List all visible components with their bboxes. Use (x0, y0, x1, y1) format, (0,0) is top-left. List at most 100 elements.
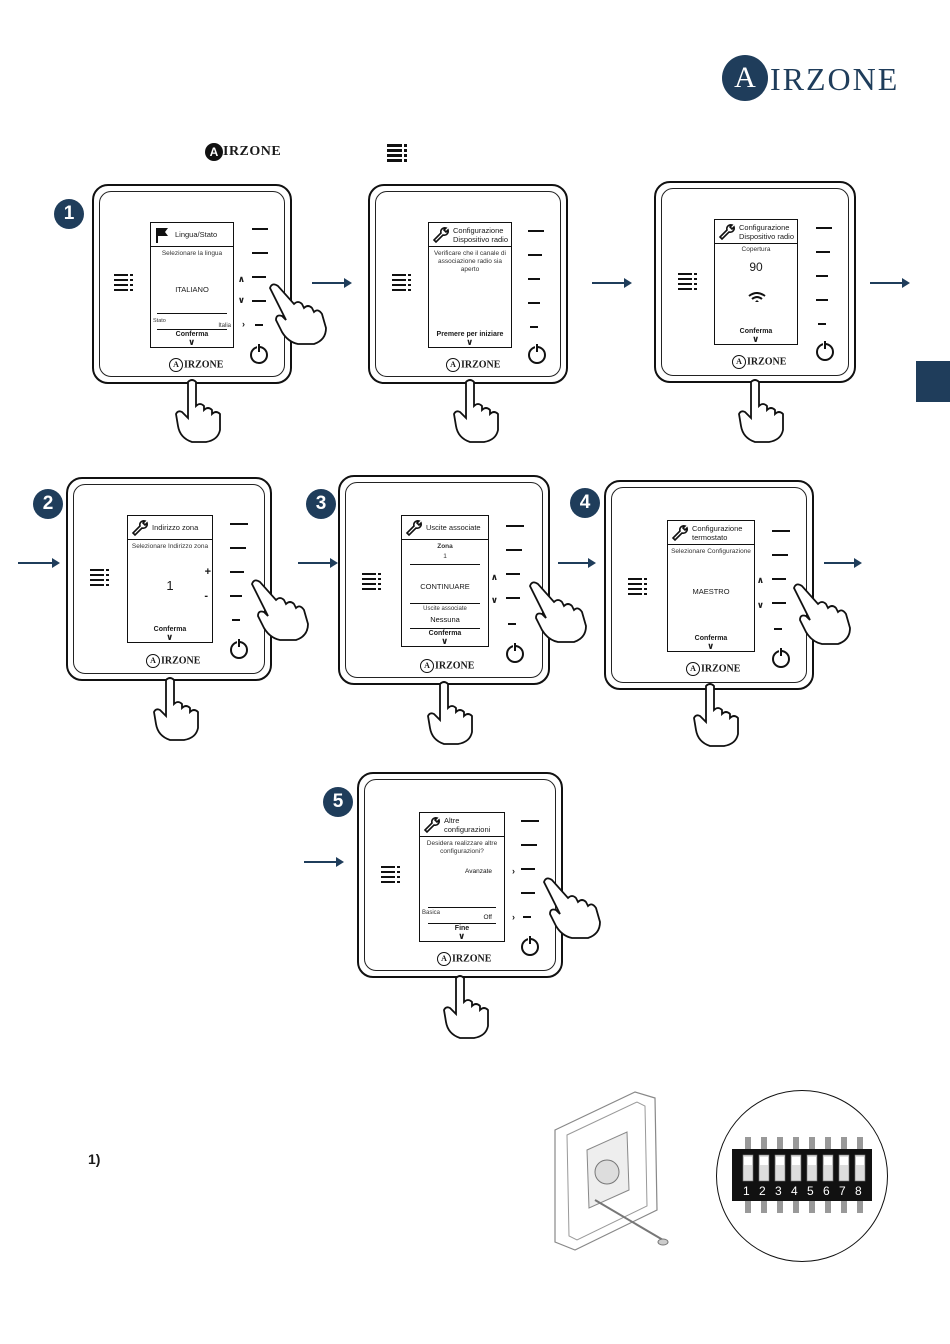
power-icon[interactable] (528, 344, 546, 364)
power-icon[interactable] (506, 643, 524, 663)
screen-header: Configurazione termostato (668, 521, 754, 545)
power-icon[interactable] (230, 639, 248, 659)
screen-title: Altre configurazioni (444, 816, 491, 834)
chevron-down-icon: ∨ (466, 337, 474, 347)
thermostat-device: Configurazione Dispositivo radio Copertu… (654, 181, 856, 383)
step-label: 1) (88, 1151, 101, 1167)
side-buttons[interactable] (816, 227, 834, 327)
side-buttons[interactable] (230, 523, 248, 623)
screen-instruction: Desidera realizzare altre configurazioni… (426, 840, 498, 855)
side-buttons[interactable] (772, 530, 790, 634)
step-badge-5: 5 (323, 787, 353, 817)
screen-header: Indirizzo zona (128, 516, 212, 540)
minus-icon: - (204, 590, 208, 602)
wrench-icon (718, 224, 735, 241)
power-icon[interactable] (772, 648, 790, 668)
section-tab (916, 361, 950, 402)
chevron-down-icon: ∨ (707, 641, 715, 651)
flow-arrow (18, 558, 60, 568)
chevron-up-icon: ∧ (490, 572, 498, 582)
side-buttons[interactable] (506, 525, 524, 629)
screen-header: Lingua/Stato (151, 223, 233, 247)
wifi-icon (748, 292, 766, 302)
coverage-value: 90 (749, 260, 763, 274)
hand-press-icon (543, 877, 601, 939)
chevron-down-icon: ∨ (166, 632, 174, 642)
chevron-right-icon: › (242, 319, 245, 329)
menu-icon (90, 569, 110, 587)
chevron-up-icon: ∧ (756, 575, 764, 585)
hand-press-icon (738, 379, 784, 443)
thermostat-device: Lingua/Stato Selezionare la lingua ITALI… (92, 184, 292, 384)
flow-arrow (824, 558, 862, 568)
flow-arrow (558, 558, 596, 568)
coverage-label: Copertura (741, 246, 771, 253)
menu-icon (392, 274, 412, 292)
screen-instruction: Selezionare Configurazione (671, 548, 751, 555)
continue-option: CONTINUARE (420, 582, 470, 591)
screen-title: Lingua/Stato (175, 230, 218, 239)
dip-switch-icon (732, 1137, 872, 1213)
power-icon[interactable] (816, 341, 834, 361)
screen-header: Configurazione Dispositivo radio (429, 223, 511, 247)
hand-press-icon (251, 579, 309, 641)
screen-header: Altre configurazioni (420, 813, 504, 837)
chevron-down-icon: ∨ (188, 337, 196, 347)
screen-title: Indirizzo zona (152, 523, 199, 532)
flow-arrow (298, 558, 338, 568)
finish-label: Fine (454, 925, 470, 932)
screen-title: Configurazione Dispositivo radio (453, 226, 509, 244)
screen-instruction: Selezionare la lingua (161, 250, 223, 257)
hand-press-icon (269, 283, 327, 345)
hand-press-icon (175, 379, 221, 443)
selected-value: MAESTRO (692, 587, 730, 596)
zone-address-value: 1 (166, 578, 174, 593)
menu-icon (114, 274, 134, 292)
wrench-icon (432, 227, 449, 244)
chevron-right-icon: › (512, 866, 515, 876)
chevron-down-icon: ∨ (756, 600, 764, 610)
flag-icon (156, 228, 168, 243)
screen-title: Configurazione Dispositivo radio (739, 223, 795, 241)
hand-press-icon (453, 379, 499, 443)
legend-logo-initial: A (205, 143, 223, 161)
step-badge-3: 3 (306, 489, 336, 519)
side-buttons[interactable] (521, 820, 539, 924)
screen-instruction: Verificare che il canale di associazione… (434, 250, 506, 273)
plus-icon: + (204, 566, 211, 578)
menu-icon (387, 144, 409, 162)
flow-arrow (592, 278, 632, 288)
brand-initial: A (722, 55, 768, 101)
menu-icon (678, 273, 698, 291)
side-buttons[interactable] (252, 228, 270, 328)
step-badge-4: 4 (570, 488, 600, 518)
sub-label: Uscite associate (423, 606, 467, 612)
hand-press-icon (529, 581, 587, 643)
sub-value: Nessuna (430, 615, 460, 624)
dip-switch-detail: 1 2 3 4 5 6 7 8 (716, 1090, 888, 1262)
legend-logo-text: IRZONE (223, 144, 282, 159)
flow-arrow (312, 278, 352, 288)
thermostat-screen: Altre configurazioni Desidera realizzare… (419, 812, 515, 942)
thermostat-device: Configurazione Dispositivo radio Verific… (368, 184, 568, 384)
thermostat-device: Uscite associate Zona 1 CONTINUARE ∧ ∨ U… (338, 475, 550, 685)
hand-press-icon (427, 681, 473, 745)
thermostat-device: Configurazione termostato Selezionare Co… (604, 480, 814, 690)
menu-icon (628, 578, 648, 596)
side-buttons[interactable] (528, 230, 546, 330)
power-icon[interactable] (250, 344, 268, 364)
chevron-down-icon: ∨ (458, 931, 466, 941)
selected-value: ITALIANO (175, 285, 209, 294)
advanced-option: Avanzate (465, 868, 492, 875)
flow-arrow (870, 278, 910, 288)
zone-label: Zona (437, 543, 453, 550)
hand-press-icon (793, 583, 851, 645)
power-icon[interactable] (521, 936, 539, 956)
flow-arrow (304, 857, 344, 867)
sub-value: Italia (218, 323, 231, 329)
thermostat-device: Altre configurazioni Desidera realizzare… (357, 772, 563, 978)
